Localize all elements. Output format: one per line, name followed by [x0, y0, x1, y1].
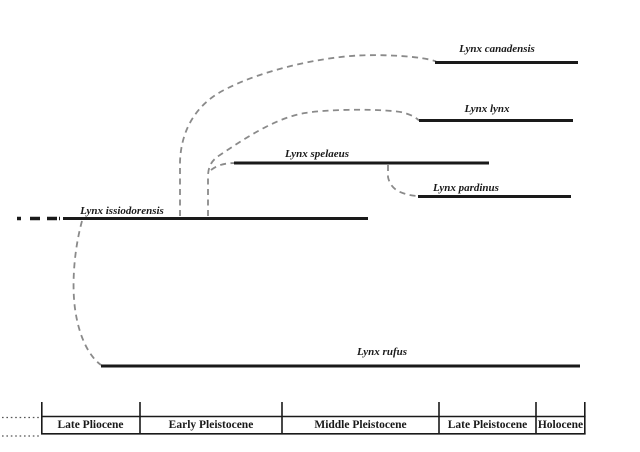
timeline-cell-late-pliocene: Late Pliocene — [57, 419, 124, 431]
ancestry-curve-issiodorensis-to-spelaeus — [210, 162, 237, 171]
ancestry-curves — [72, 54, 437, 366]
ancestry-curve-issiodorensis-to-lynx — [207, 108, 420, 216]
species-label-lynx: Lynx lynx — [464, 103, 510, 115]
timeline-borders — [41, 402, 586, 435]
timeline-cell-holocene: Holocene — [537, 419, 584, 431]
species-label-pardinus: Lynx pardinus — [433, 182, 499, 194]
timeline-column-dividers — [41, 402, 586, 435]
timeline-cell-early-pleistocene: Early Pleistocene — [168, 419, 254, 431]
timeline-cell-late-pleistocene: Late Pleistocene — [447, 419, 528, 431]
species-range-lines — [63, 61, 580, 368]
ancestry-curve-spelaeus-to-pardinus — [387, 165, 418, 197]
species-label-canadensis: Lynx canadensis — [459, 43, 535, 55]
ancestry-curve-issiodorensis-to-canadensis — [179, 54, 437, 216]
timeline-dotted-extensions — [2, 416, 40, 437]
species-label-spelaeus: Lynx spelaeus — [284, 148, 350, 160]
timeline-cell-middle-pleistocene: Middle Pleistocene — [314, 419, 407, 431]
species-label-rufus: Lynx rufus — [356, 346, 408, 358]
ancestry-curve-issiodorensis-to-rufus — [72, 220, 102, 366]
species-label-issiodorensis: Lynx issiodorensis — [80, 205, 164, 217]
